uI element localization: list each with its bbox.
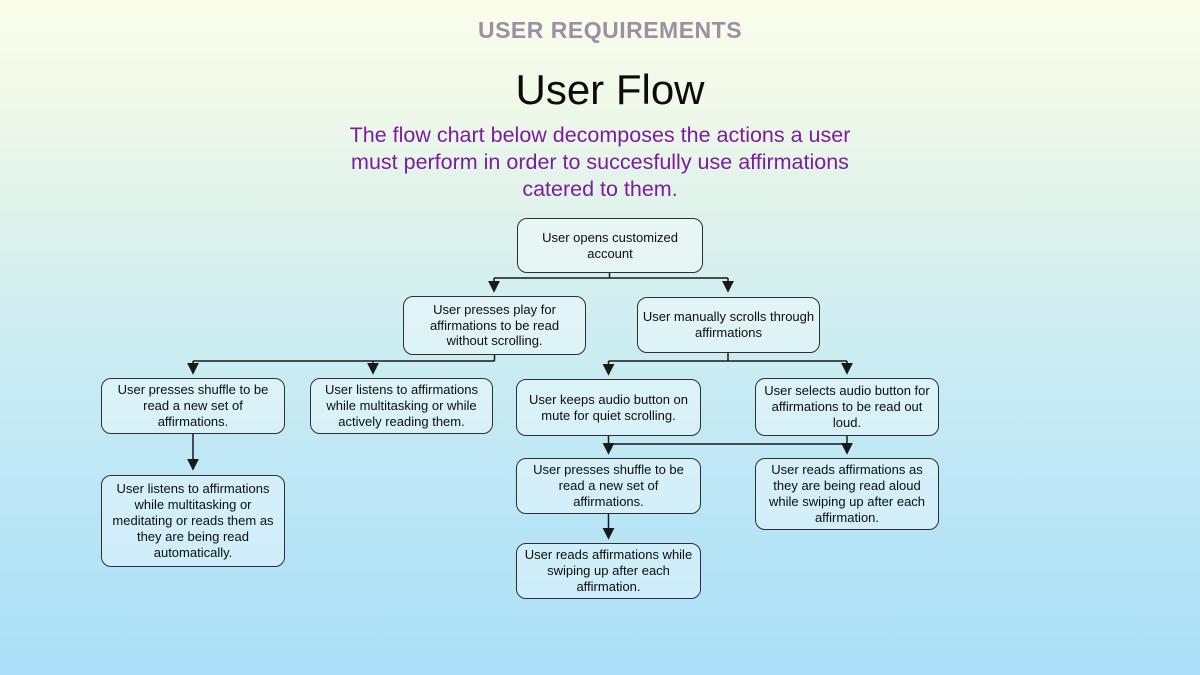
page-title: User Flow <box>515 66 705 113</box>
subtitle-line-2: must perform in order to succesfully use… <box>351 150 849 175</box>
flow-node-manual-scroll: User manually scrolls through affirmatio… <box>637 297 820 353</box>
subtitle-line-3: catered to them. <box>522 177 678 202</box>
flow-node-select-audio: User selects audio button for affirmatio… <box>755 378 939 436</box>
flow-node-listen-auto: User listens to affirmations while multi… <box>101 475 285 567</box>
flow-node-mute-scroll: User keeps audio button on mute for quie… <box>516 379 701 436</box>
flow-node-read-swipe: User reads affirmations while swiping up… <box>516 543 701 599</box>
page-eyebrow: USER REQUIREMENTS <box>477 17 743 43</box>
flow-node-shuffle-right: User presses shuffle to be read a new se… <box>516 458 701 514</box>
flow-node-listen-multitask: User listens to affirmations while multi… <box>310 378 493 434</box>
page-subtitle: The flow chart below decomposes the acti… <box>0 122 1200 203</box>
subtitle-line-1: The flow chart below decomposes the acti… <box>349 123 851 147</box>
flow-node-press-play: User presses play for affirmations to be… <box>403 296 586 355</box>
flow-node-read-aloud-swipe: User reads affirmations as they are bein… <box>755 458 939 530</box>
flow-node-shuffle-left: User presses shuffle to be read a new se… <box>101 378 285 434</box>
flow-node-open-account: User opens customized account <box>517 218 703 273</box>
